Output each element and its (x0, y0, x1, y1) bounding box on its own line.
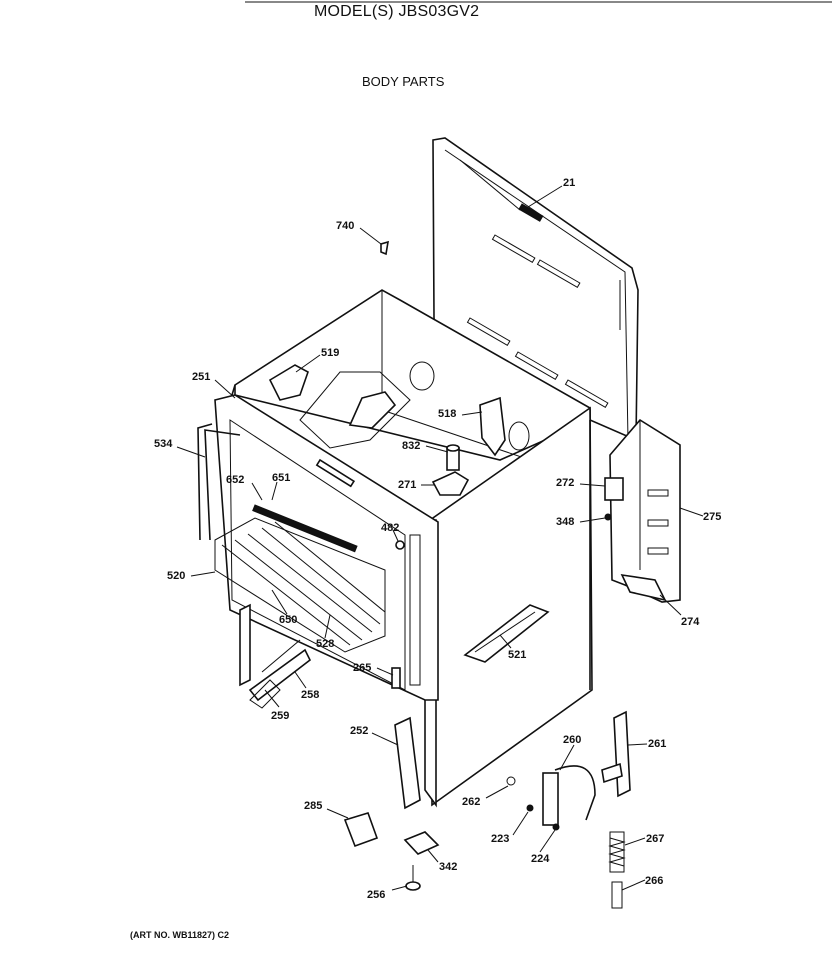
art-number: (ART NO. WB11827) C2 (130, 930, 230, 940)
callout-534: 534 (154, 438, 173, 450)
callout-223: 223 (491, 833, 509, 845)
callout-652: 652 (226, 474, 244, 486)
callout-275: 275 (703, 511, 721, 523)
callout-832: 832 (402, 440, 420, 452)
callout-224: 224 (531, 853, 550, 865)
callout-274: 274 (681, 616, 700, 628)
callout-256: 256 (367, 889, 385, 901)
callout-519: 519 (321, 347, 339, 359)
callout-252: 252 (350, 725, 368, 737)
oven-rack-part-528 (214, 517, 386, 653)
callout-650: 650 (279, 614, 297, 626)
side-trim-part-275 (609, 418, 681, 603)
callout-272: 272 (556, 477, 574, 489)
callout-528: 528 (316, 638, 334, 650)
model-title: MODEL(S) JBS03GV2 (314, 3, 480, 20)
callout-21: 21 (563, 177, 575, 189)
leader-lines (176, 185, 704, 891)
callout-262: 262 (462, 796, 480, 808)
callout-521: 521 (508, 649, 526, 661)
oven-front-frame-part-251 (214, 394, 439, 701)
callout-261: 261 (648, 738, 666, 750)
callout-258: 258 (301, 689, 319, 701)
callout-482: 482 (381, 522, 399, 534)
section-title: BODY PARTS (362, 74, 445, 89)
callout-520: 520 (167, 570, 185, 582)
callout-348: 348 (556, 516, 574, 528)
callout-265-upper: 265 (353, 662, 371, 674)
callout-267: 267 (646, 833, 664, 845)
callout-260: 260 (563, 734, 581, 746)
callout-285: 285 (304, 800, 322, 812)
callout-266: 266 (645, 875, 663, 887)
callout-271: 271 (398, 479, 416, 491)
callout-labels: 21 740 519 251 534 518 832 271 272 275 3… (154, 177, 721, 901)
callout-740: 740 (336, 220, 354, 232)
callout-259: 259 (271, 710, 289, 722)
drawer-rails (239, 603, 312, 709)
callout-518: 518 (438, 408, 456, 420)
element-rod-534 (204, 429, 241, 541)
callout-651: 651 (272, 472, 290, 484)
broil-element-651 (252, 504, 358, 553)
callout-251-top: 251 (192, 371, 210, 383)
callout-342: 342 (439, 861, 457, 873)
bracket-part-252 (394, 716, 421, 810)
small-parts (268, 240, 667, 909)
element-rod-534b (197, 423, 213, 541)
